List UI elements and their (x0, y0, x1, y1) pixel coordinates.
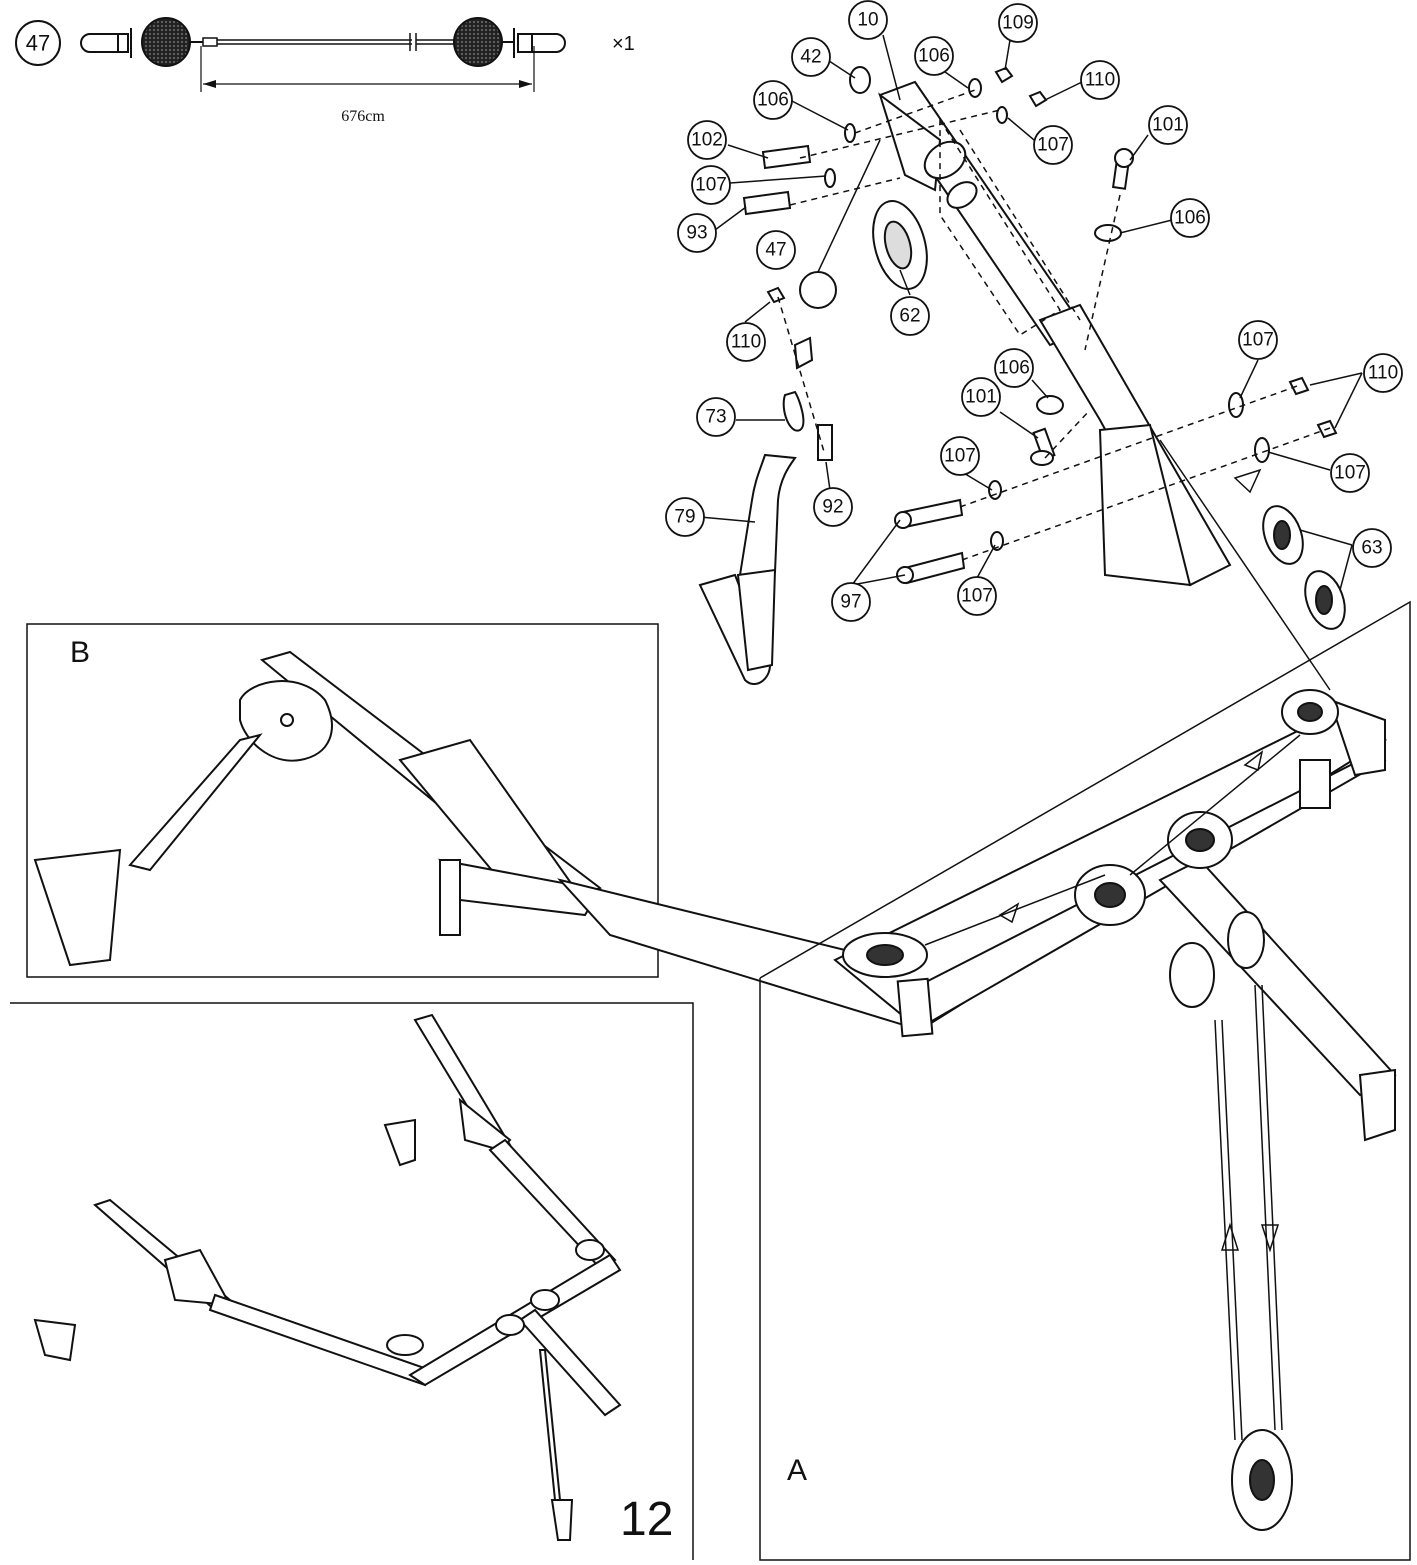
svg-text:62: 62 (899, 306, 920, 327)
detail-panel-a (759, 600, 1411, 1561)
callout-106: 106 (994, 348, 1034, 388)
cable-quantity-label: ×1 (612, 33, 635, 55)
callout-106: 106 (753, 80, 793, 120)
svg-text:63: 63 (1361, 538, 1382, 559)
detail-panel-b (26, 623, 659, 978)
callout-79: 79 (665, 497, 705, 537)
cable-length-label: 676cm (341, 108, 385, 125)
callout-63: 63 (1352, 528, 1392, 568)
svg-text:42: 42 (800, 47, 821, 68)
callout-102: 102 (687, 120, 727, 160)
callout-62: 62 (890, 296, 930, 336)
callouts (699, 34, 1363, 591)
assembly-guide-lines (777, 89, 1331, 561)
callout-73: 73 (696, 397, 736, 437)
svg-text:106: 106 (918, 46, 950, 67)
svg-text:107: 107 (1037, 135, 1069, 156)
callout-107: 107 (1033, 125, 1073, 165)
callout-110: 110 (1363, 353, 1403, 393)
panel-a-label: A (787, 1454, 807, 1487)
callout-107: 107 (1330, 453, 1370, 493)
callout-106: 106 (914, 36, 954, 76)
callout-107: 107 (957, 576, 997, 616)
overview-assembly-drawing (33, 1013, 622, 1541)
svg-text:102: 102 (691, 130, 723, 151)
svg-text:79: 79 (674, 507, 695, 528)
callout-101: 101 (1148, 105, 1188, 145)
svg-text:106: 106 (1174, 208, 1206, 229)
svg-text:110: 110 (731, 332, 761, 353)
callout-107: 107 (691, 165, 731, 205)
svg-text:10: 10 (857, 10, 878, 31)
svg-text:101: 101 (1152, 115, 1184, 136)
callout-42: 42 (791, 37, 831, 77)
callout-110: 110 (1080, 60, 1120, 100)
cable-47-detail: 47 676cm ×1 (15, 17, 635, 125)
svg-text:93: 93 (686, 223, 707, 244)
svg-text:73: 73 (705, 407, 726, 428)
step-number: 12 (620, 1493, 673, 1546)
cable-routing (924, 439, 1331, 1441)
frame-assembly (833, 689, 1397, 1531)
svg-text:110: 110 (1085, 70, 1115, 91)
callout-110: 110 (726, 322, 766, 362)
svg-text:109: 109 (1002, 13, 1034, 34)
svg-text:97: 97 (840, 592, 861, 613)
callout-107: 107 (940, 436, 980, 476)
callout-47: 47 (756, 230, 796, 270)
svg-text:47: 47 (765, 240, 786, 261)
svg-text:106: 106 (757, 90, 789, 111)
panel-b-arm-drawing (33, 650, 762, 967)
svg-text:101: 101 (965, 387, 997, 408)
svg-text:107: 107 (695, 175, 727, 196)
overview-panel (10, 1002, 694, 1560)
callout-10: 10 (848, 0, 888, 40)
callout-109: 109 (998, 3, 1038, 43)
exploded-arm-parts (698, 66, 1346, 685)
panel-b-label: B (70, 636, 90, 669)
svg-text:92: 92 (822, 497, 843, 518)
svg-text:106: 106 (998, 358, 1030, 379)
svg-text:107: 107 (1334, 463, 1366, 484)
callout-101: 101 (961, 377, 1001, 417)
callout-97: 97 (831, 582, 871, 622)
svg-text:107: 107 (961, 586, 993, 607)
svg-text:107: 107 (1242, 330, 1274, 351)
svg-text:107: 107 (944, 446, 976, 467)
svg-text:110: 110 (1368, 363, 1398, 384)
callout-92: 92 (813, 487, 853, 527)
callout-106: 106 (1170, 198, 1210, 238)
callout-93: 93 (677, 213, 717, 253)
callout-bubbles: 10 42 109 106 110 106 107 102 101 107 93… (665, 0, 1403, 622)
cable-part-number: 47 (26, 31, 50, 56)
callout-107: 107 (1238, 320, 1278, 360)
